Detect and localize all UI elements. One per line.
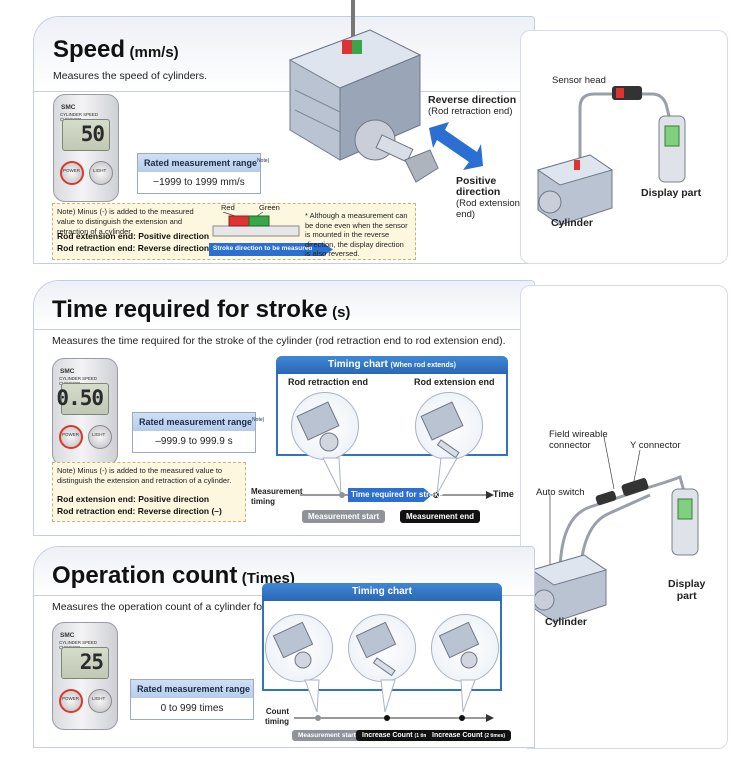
increase-count-1-tag: Increase Count (1 time) [356,730,439,741]
speed-note-box: Note) Minus (-) is added to the measured… [52,203,416,260]
stroke-setup-illustration [530,436,699,623]
device-screen: 50 [62,119,110,151]
reverse-direction-label: Reverse direction [428,94,517,106]
retraction-end-label: Rod retraction end [288,377,369,387]
power-label: POWER [62,696,80,701]
light-button [88,689,112,713]
measurement-end-tag: Measurement end [400,510,481,523]
stroke-device: SMC CYLINDER SPEED CHECKER 0.50 POWER LI… [52,358,118,466]
range-note-mark: Note) [252,417,265,423]
device-brand: SMC [60,632,75,639]
note-retraction: Rod retraction end: Reverse direction (–… [57,506,222,516]
star-note: * Although a measurement can be done eve… [305,211,408,258]
count-title: Operation count (Times) [52,562,295,589]
time-label: Time [493,489,514,499]
range-value: 0 to 999 times [160,703,224,714]
note-extension: Rod extension end: Positive direction [57,231,210,241]
device-display-value: 50 [80,122,105,146]
range-value: −1999 to 1999 mm/s [153,177,245,188]
note-retraction: Rod retraction end: Reverse direction (–… [57,243,222,253]
light-button [88,425,112,449]
light-button [89,161,113,185]
y-connector-label: Y connector [630,440,681,451]
chart-title: Timing chart [328,359,388,370]
stroke-cylinder-marks [296,401,464,495]
cylinder-label: Cylinder [551,217,594,229]
direction-arrow [429,122,483,170]
time-required-arrow [348,488,432,502]
stroke-range-box: Rated measurement rangeNote) –999.9 to 9… [132,412,264,453]
light-label: LIGHT [93,168,107,173]
speed-cylinder-illustration [288,0,439,183]
light-label: LIGHT [92,432,106,437]
count-measurement-start-tag: Measurement start [292,730,362,741]
positive-direction-sub: (Rod extension [456,198,520,209]
speed-device: SMC CYLINDER SPEED CHECKER 50 POWER LIGH… [53,94,119,202]
sensor-diagram [212,212,300,237]
device-brand: SMC [60,368,75,375]
device-display-value: 0.50 [56,386,104,410]
extension-end-label: Rod extension end [414,377,495,387]
positive-direction-label-2: direction [456,186,501,198]
speed-range-box: Rated measurement rangeNote) −1999 to 19… [137,153,269,194]
range-header: Rated measurement range [144,158,258,168]
chart-title: Timing chart [262,583,502,601]
display-part-label: Display part [641,187,702,199]
chart-subtitle: (When rod extends) [390,362,456,369]
stroke-direction-arrow [209,243,333,256]
range-header: Rated measurement range [139,417,253,427]
speed-setup-panel [520,30,728,264]
note-text: Note) Minus (-) is added to the measured… [57,466,232,485]
light-label: LIGHT [92,696,106,701]
range-value: –999.9 to 999.9 s [155,436,233,447]
speed-description: Measures the speed of cylinders. [53,70,208,82]
device-screen: 0.50 [56,383,109,415]
count-description: Measures the operation count of a cylind… [52,601,312,613]
positive-direction-label: Positive [456,175,497,187]
red-label: Red [221,203,235,212]
device-brand: SMC [61,104,76,111]
measurement-start-tag: Measurement start [302,510,386,523]
power-label: POWER [62,432,80,437]
reverse-direction-sub: (Rod retraction end) [428,106,513,117]
stroke-direction-label: Stroke direction to be measured [213,245,313,252]
range-header: Rated measurement range [131,680,253,698]
power-button [59,425,83,449]
power-button [59,689,83,713]
stroke-description: Measures the time required for the strok… [52,335,506,347]
device-screen: 25 [61,647,109,679]
note-text: Note) Minus (-) is added to the measured… [57,207,194,236]
auto-switch-label: Auto switch [536,487,585,498]
green-label: Green [259,203,280,212]
count-cylinder-marks [272,621,480,713]
speed-setup-illustration [536,86,686,226]
count-range-box: Rated measurement range 0 to 999 times [130,679,254,720]
stroke-note-box: Note) Minus (-) is added to the measured… [52,462,246,522]
range-note-mark: Note) [257,158,270,164]
sensor-head-label: Sensor head [552,75,606,86]
increase-count-2-tag: Increase Count (2 times) [426,730,512,741]
power-label: POWER [63,168,81,173]
time-required-label: Time required for stroke [351,490,443,499]
device-display-value: 25 [79,650,104,674]
speed-title: Speed (mm/s) [53,36,179,63]
positive-direction-sub-2: end) [456,209,476,220]
note-extension: Rod extension end: Positive direction [57,494,210,504]
stroke-title: Time required for stroke (s) [52,296,351,323]
power-button [60,161,84,185]
count-device: SMC CYLINDER SPEED CHECKER 25 POWER LIGH… [52,622,118,730]
cylinder-label-2: Cylinder [545,616,588,628]
count-time-axis [294,714,494,722]
